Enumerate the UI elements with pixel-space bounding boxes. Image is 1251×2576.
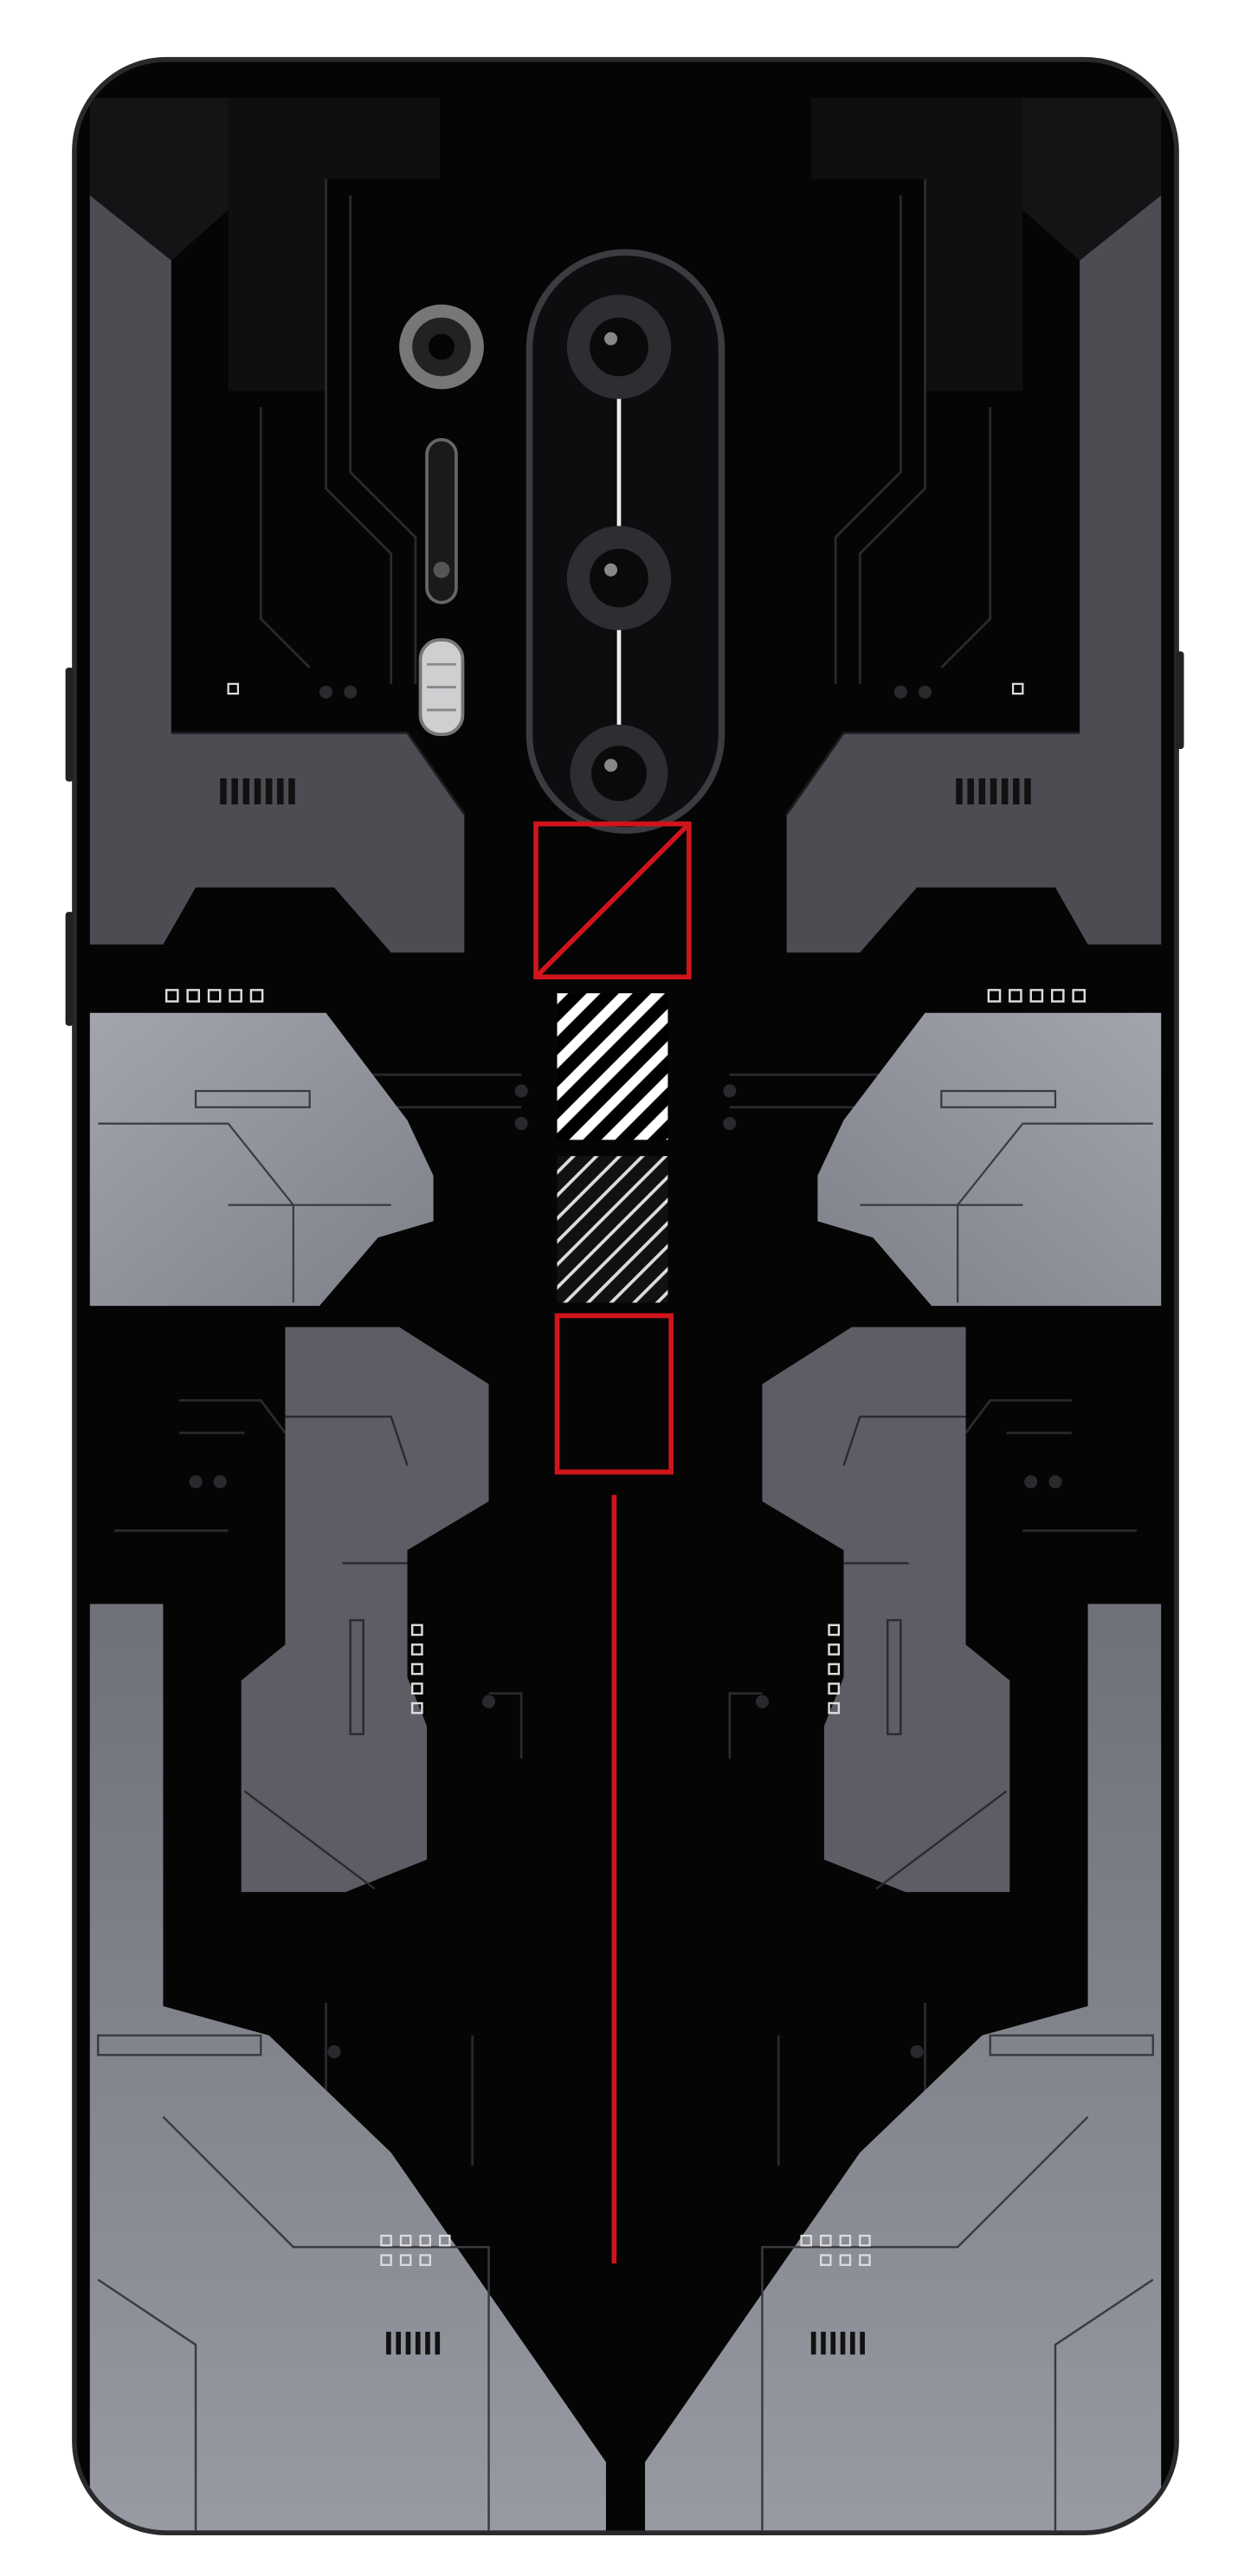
side-button xyxy=(65,668,74,782)
stripe-block-thin xyxy=(557,1156,668,1303)
armor-plate-lower xyxy=(89,1604,606,2531)
side-lens-icon xyxy=(399,304,484,390)
camera-lens-icon xyxy=(566,526,672,630)
stripe-block xyxy=(557,993,668,1140)
side-button xyxy=(1176,651,1184,750)
red-square-diagonal xyxy=(533,821,692,980)
side-button xyxy=(65,912,74,1026)
sensor-slot xyxy=(425,437,458,604)
armor-plate-middle xyxy=(241,1327,489,1893)
armor-plate-upper xyxy=(89,195,465,953)
camera-lens-icon xyxy=(570,724,668,823)
armor-plate-wing xyxy=(89,1012,434,1307)
mecha-half-left xyxy=(89,97,606,2531)
camera-lens-icon xyxy=(566,294,672,399)
red-square xyxy=(554,1313,674,1475)
